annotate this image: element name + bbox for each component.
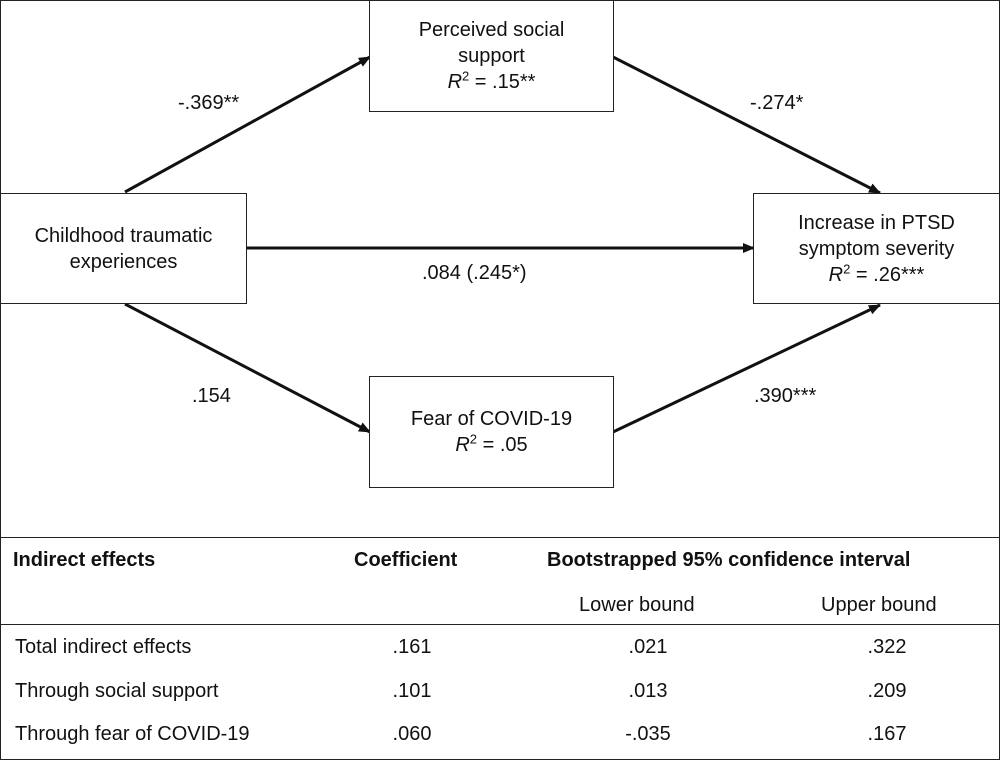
row-upper-bound: .167 [867, 723, 907, 745]
row-upper-bound: .322 [867, 636, 907, 658]
node-r-squared: R2 = .15** [447, 68, 536, 93]
node-fear-of-covid: Fear of COVID-19 R2 = .05 [369, 376, 614, 488]
row-lower-bound: -.035 [625, 723, 671, 745]
row-label: Total indirect effects [15, 636, 192, 658]
node-label-line1: Fear of COVID-19 [410, 408, 573, 430]
node-label-line1: Increase in PTSD [798, 211, 955, 234]
coef-cte-to-fear: .154 [192, 385, 231, 407]
coef-pss-to-ptsd: -.274* [750, 92, 804, 114]
header-indirect-effects: Indirect effects [13, 549, 156, 571]
row-coefficient: .060 [392, 723, 432, 745]
row-label: Through social support [15, 680, 219, 702]
arrow-fear-to-ptsd [612, 303, 881, 434]
arrow-cte-to-pss [124, 55, 371, 194]
row-coefficient: .161 [392, 636, 432, 658]
coef-fear-to-ptsd: .390*** [754, 385, 817, 407]
node-label-line2: experiences [69, 250, 178, 273]
node-r-squared: R2 = .26*** [828, 260, 925, 286]
header-coefficient: Coefficient [354, 549, 458, 571]
node-label-line2: support [458, 45, 525, 67]
node-r-squared: R2 = .05 [455, 431, 528, 456]
arrow-cte-to-fear [124, 302, 371, 434]
node-increase-in-ptsd: Increase in PTSD symptom severity R2 = .… [753, 193, 1000, 304]
node-label-line1: Childhood traumatic [34, 224, 213, 247]
row-upper-bound: .209 [867, 680, 907, 702]
node-childhood-traumatic-experiences: Childhood traumatic experiences [0, 193, 247, 304]
table-top-rule [0, 537, 1000, 538]
arrow-pss-to-ptsd [612, 55, 881, 195]
coef-cte-to-pss: -.369** [178, 92, 240, 114]
row-lower-bound: .021 [628, 636, 668, 658]
node-label-line1: Perceived social [418, 19, 565, 41]
coef-cte-to-ptsd: .084 (.245*) [422, 262, 527, 284]
row-lower-bound: .013 [628, 680, 668, 702]
header-confidence-interval: Bootstrapped 95% confidence interval [547, 549, 911, 571]
table-header-rule [0, 624, 1000, 625]
path-arrows [124, 55, 881, 434]
row-label: Through fear of COVID-19 [15, 723, 250, 745]
header-lower-bound: Lower bound [579, 594, 695, 616]
header-upper-bound: Upper bound [821, 594, 937, 616]
row-coefficient: .101 [392, 680, 432, 702]
node-perceived-social-support: Perceived social support R2 = .15** [369, 0, 614, 112]
node-label-line2: symptom severity [798, 237, 955, 260]
